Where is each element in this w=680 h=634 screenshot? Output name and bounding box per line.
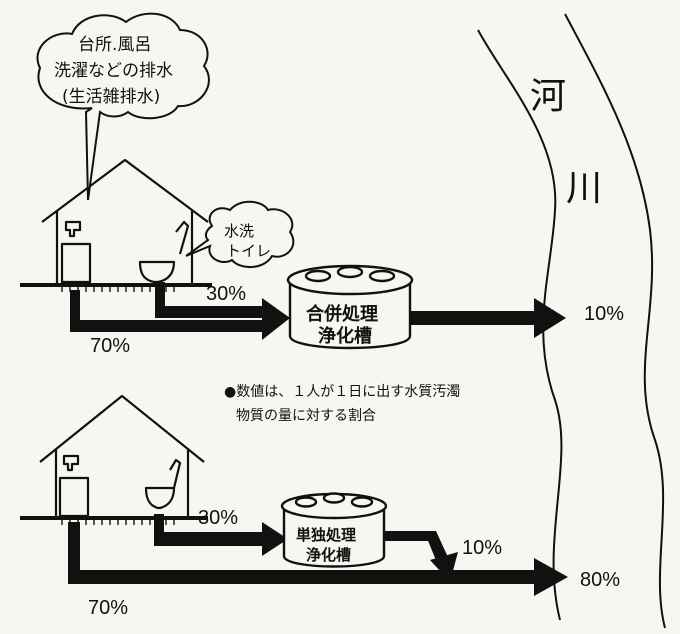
bottom-greywater-percent: 70% xyxy=(88,597,128,619)
toilet-bubble-line-2: トイレ xyxy=(226,242,271,260)
river-label-top: 河 xyxy=(530,76,566,117)
top-house xyxy=(41,158,209,285)
bottom-toilet-icon xyxy=(144,458,182,510)
bottom-toilet-pipe xyxy=(154,532,266,546)
river-bank-right xyxy=(564,13,666,629)
bottom-greywater-pipe xyxy=(68,570,538,584)
bottom-toilet-percent: 30% xyxy=(198,507,238,529)
top-arrow-to-river xyxy=(534,298,566,338)
toilet-speech-bubble xyxy=(185,200,295,268)
top-house-roof xyxy=(41,158,209,223)
bottom-tank-outflow xyxy=(382,531,432,541)
bottom-tank-out-percent: 10% xyxy=(462,537,502,559)
bottom-arrow-into-tank xyxy=(262,522,288,556)
top-greywater-percent: 70% xyxy=(90,335,130,357)
note-line-1: ●数値は、１人が１日に出す水質汚濁 xyxy=(224,384,460,400)
toilet-bubble-line-1: 水洗 xyxy=(224,222,254,240)
bottom-greywater-drop xyxy=(68,522,80,578)
top-sink-icon xyxy=(60,242,92,284)
combined-tank-label-1: 合併処理 xyxy=(306,303,378,325)
top-tank-outflow xyxy=(408,311,538,325)
combined-septic-tank xyxy=(286,264,414,350)
top-greywater-pipe xyxy=(70,320,265,332)
bottom-arrow-to-river xyxy=(534,558,568,596)
note-line-2: 物質の量に対する割合 xyxy=(236,407,376,424)
combined-tank-label-2: 浄化槽 xyxy=(318,325,372,347)
bottom-toilet-drop xyxy=(154,514,164,544)
speech-bubble-line-3: (生活雑排水) xyxy=(62,87,160,107)
top-toilet-icon xyxy=(138,220,190,284)
single-septic-tank xyxy=(280,492,388,568)
single-tank-label-1: 単独処理 xyxy=(296,526,356,544)
bottom-floor xyxy=(20,516,208,525)
single-tank-label-2: 浄化槽 xyxy=(306,546,351,564)
river-label-bottom: 川 xyxy=(566,168,602,209)
speech-bubble-line-1: 台所.風呂 xyxy=(78,35,151,55)
bottom-faucet-icon xyxy=(62,454,80,472)
bottom-flow-arrows xyxy=(68,514,568,596)
speech-bubble-line-2: 洗濯などの排水 xyxy=(54,61,173,81)
bottom-house xyxy=(39,394,205,518)
bottom-house-roof xyxy=(39,394,205,463)
top-arrow-into-tank xyxy=(262,298,290,340)
top-flow-arrows xyxy=(70,282,566,340)
bottom-sink-icon xyxy=(58,476,90,518)
top-toilet-pipe xyxy=(155,306,265,318)
top-greywater-drop xyxy=(70,290,80,330)
top-faucet-icon xyxy=(64,220,82,238)
top-toilet-drop xyxy=(155,282,165,312)
top-toilet-percent: 30% xyxy=(206,283,246,305)
top-floor xyxy=(20,283,212,292)
top-river-percent: 10% xyxy=(584,303,624,325)
bottom-river-percent: 80% xyxy=(580,569,620,591)
greywater-speech-bubble xyxy=(36,12,210,201)
